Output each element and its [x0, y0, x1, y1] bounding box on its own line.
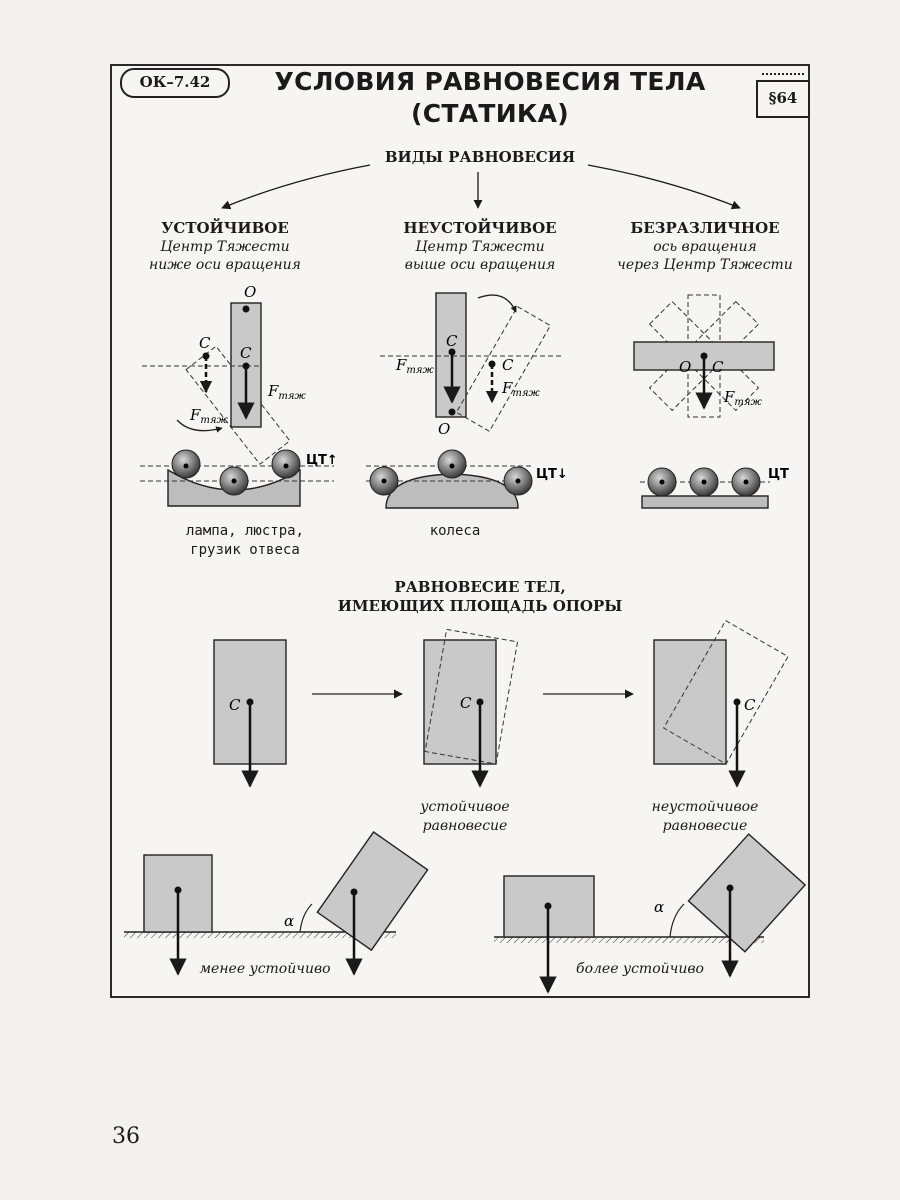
stable-force-F: Fтяж — [267, 382, 307, 402]
page-number: 36 — [112, 1124, 140, 1149]
indifferent-bar-diagram — [633, 294, 775, 418]
stable-balls-diagram — [140, 449, 334, 507]
stable-axis-O: O — [244, 283, 256, 301]
support-block-stable-tilt — [423, 628, 519, 788]
stable-desc-2: ниже оси вращения — [149, 257, 301, 273]
stable-examples: лампа, люстра, грузик отвеса — [160, 522, 330, 560]
worksheet-frame — [110, 64, 810, 998]
support-block-unstable-tilt — [653, 619, 789, 788]
stable-cg-C: C — [240, 344, 252, 362]
types-heading: ВИДЫ РАВНОВЕСИЯ — [384, 148, 576, 166]
support-heading-line-1: РАВНОВЕСИЕ ТЕЛ, — [394, 578, 566, 596]
stable-examples-line-1: лампа, люстра, — [185, 523, 304, 539]
support-upright-C: C — [229, 696, 241, 714]
stable-examples-line-2: грузик отвеса — [190, 542, 300, 558]
indifferent-desc-2: через Центр Тяжести — [617, 257, 793, 273]
page-title: УСЛОВИЯ РАВНОВЕСИЯ ТЕЛА (СТАТИКА) — [230, 66, 750, 130]
less-stable-alpha: α — [284, 912, 294, 930]
unstable-cg-C-tilted: C — [502, 356, 514, 374]
sheet-code-badge: ОК–7.42 — [120, 68, 230, 98]
heading-arrows — [221, 164, 741, 210]
stable-desc-1: Центр Тяжести — [160, 239, 290, 255]
unstable-title: НЕУСТОЙЧИВОЕ — [403, 219, 557, 237]
unstable-force-F: Fтяж — [395, 356, 435, 376]
support-stable-caption-1: устойчивое — [420, 799, 510, 815]
indifferent-axis-O: O — [679, 358, 691, 376]
unstable-force-F-tilted: Fтяж — [501, 379, 541, 399]
support-unstable-C: C — [744, 696, 756, 714]
unstable-desc-1: Центр Тяжести — [415, 239, 545, 255]
indifferent-desc-1: ось вращения — [653, 239, 757, 255]
indifferent-ct-label: ЦТ — [768, 467, 789, 482]
support-unstable-caption-1: неустойчивое — [651, 799, 759, 815]
stable-ct-label: ЦТ↑ — [306, 453, 338, 468]
unstable-balls-diagram — [366, 449, 534, 509]
section-badge: §64 — [756, 73, 810, 118]
title-line-1: УСЛОВИЯ РАВНОВЕСИЯ ТЕЛА — [274, 67, 706, 96]
indifferent-force-F: Fтяж — [723, 388, 763, 408]
unstable-cg-C: C — [446, 332, 458, 350]
indifferent-cg-C: C — [712, 358, 724, 376]
indifferent-column-header: БЕЗРАЗЛИЧНОЕ ось вращения через Центр Тя… — [600, 218, 810, 274]
stable-force-F-tilted: Fтяж — [189, 406, 229, 426]
support-stable-caption-2: равновесие — [422, 818, 508, 834]
support-unstable-caption: неустойчивое равновесие — [630, 798, 780, 836]
less-stable-caption: менее устойчиво — [199, 961, 331, 977]
stable-title: УСТОЙЧИВОЕ — [161, 219, 289, 237]
unstable-desc-2: выше оси вращения — [404, 257, 556, 273]
indifferent-balls-diagram — [640, 467, 770, 509]
unstable-axis-O: O — [438, 420, 450, 438]
unstable-ct-label: ЦТ↓ — [536, 467, 568, 482]
more-stable-diagram — [494, 833, 807, 994]
more-stable-caption: более устойчиво — [576, 961, 704, 977]
unstable-examples: колеса — [429, 523, 481, 539]
stable-bar-diagram — [142, 302, 291, 465]
stable-column-header: УСТОЙЧИВОЕ Центр Тяжести ниже оси вращен… — [130, 218, 320, 274]
unstable-column-header: НЕУСТОЙЧИВОЕ Центр Тяжести выше оси вращ… — [375, 218, 585, 274]
support-block-upright — [213, 639, 287, 788]
unstable-bar-diagram — [380, 292, 562, 432]
stable-cg-C-tilted: C — [199, 334, 211, 352]
support-heading-line-2: ИМЕЮЩИХ ПЛОЩАДЬ ОПОРЫ — [337, 597, 623, 615]
support-stable-caption: устойчивое равновесие — [400, 798, 530, 836]
title-line-2: (СТАТИКА) — [410, 99, 570, 128]
less-stable-diagram — [124, 830, 429, 976]
more-stable-alpha: α — [654, 898, 664, 916]
indifferent-title: БЕЗРАЗЛИЧНОЕ — [630, 219, 780, 237]
support-stable-C: C — [460, 694, 472, 712]
support-heading: РАВНОВЕСИЕ ТЕЛ, ИМЕЮЩИХ ПЛОЩАДЬ ОПОРЫ — [280, 578, 680, 616]
support-unstable-caption-2: равновесие — [662, 818, 748, 834]
